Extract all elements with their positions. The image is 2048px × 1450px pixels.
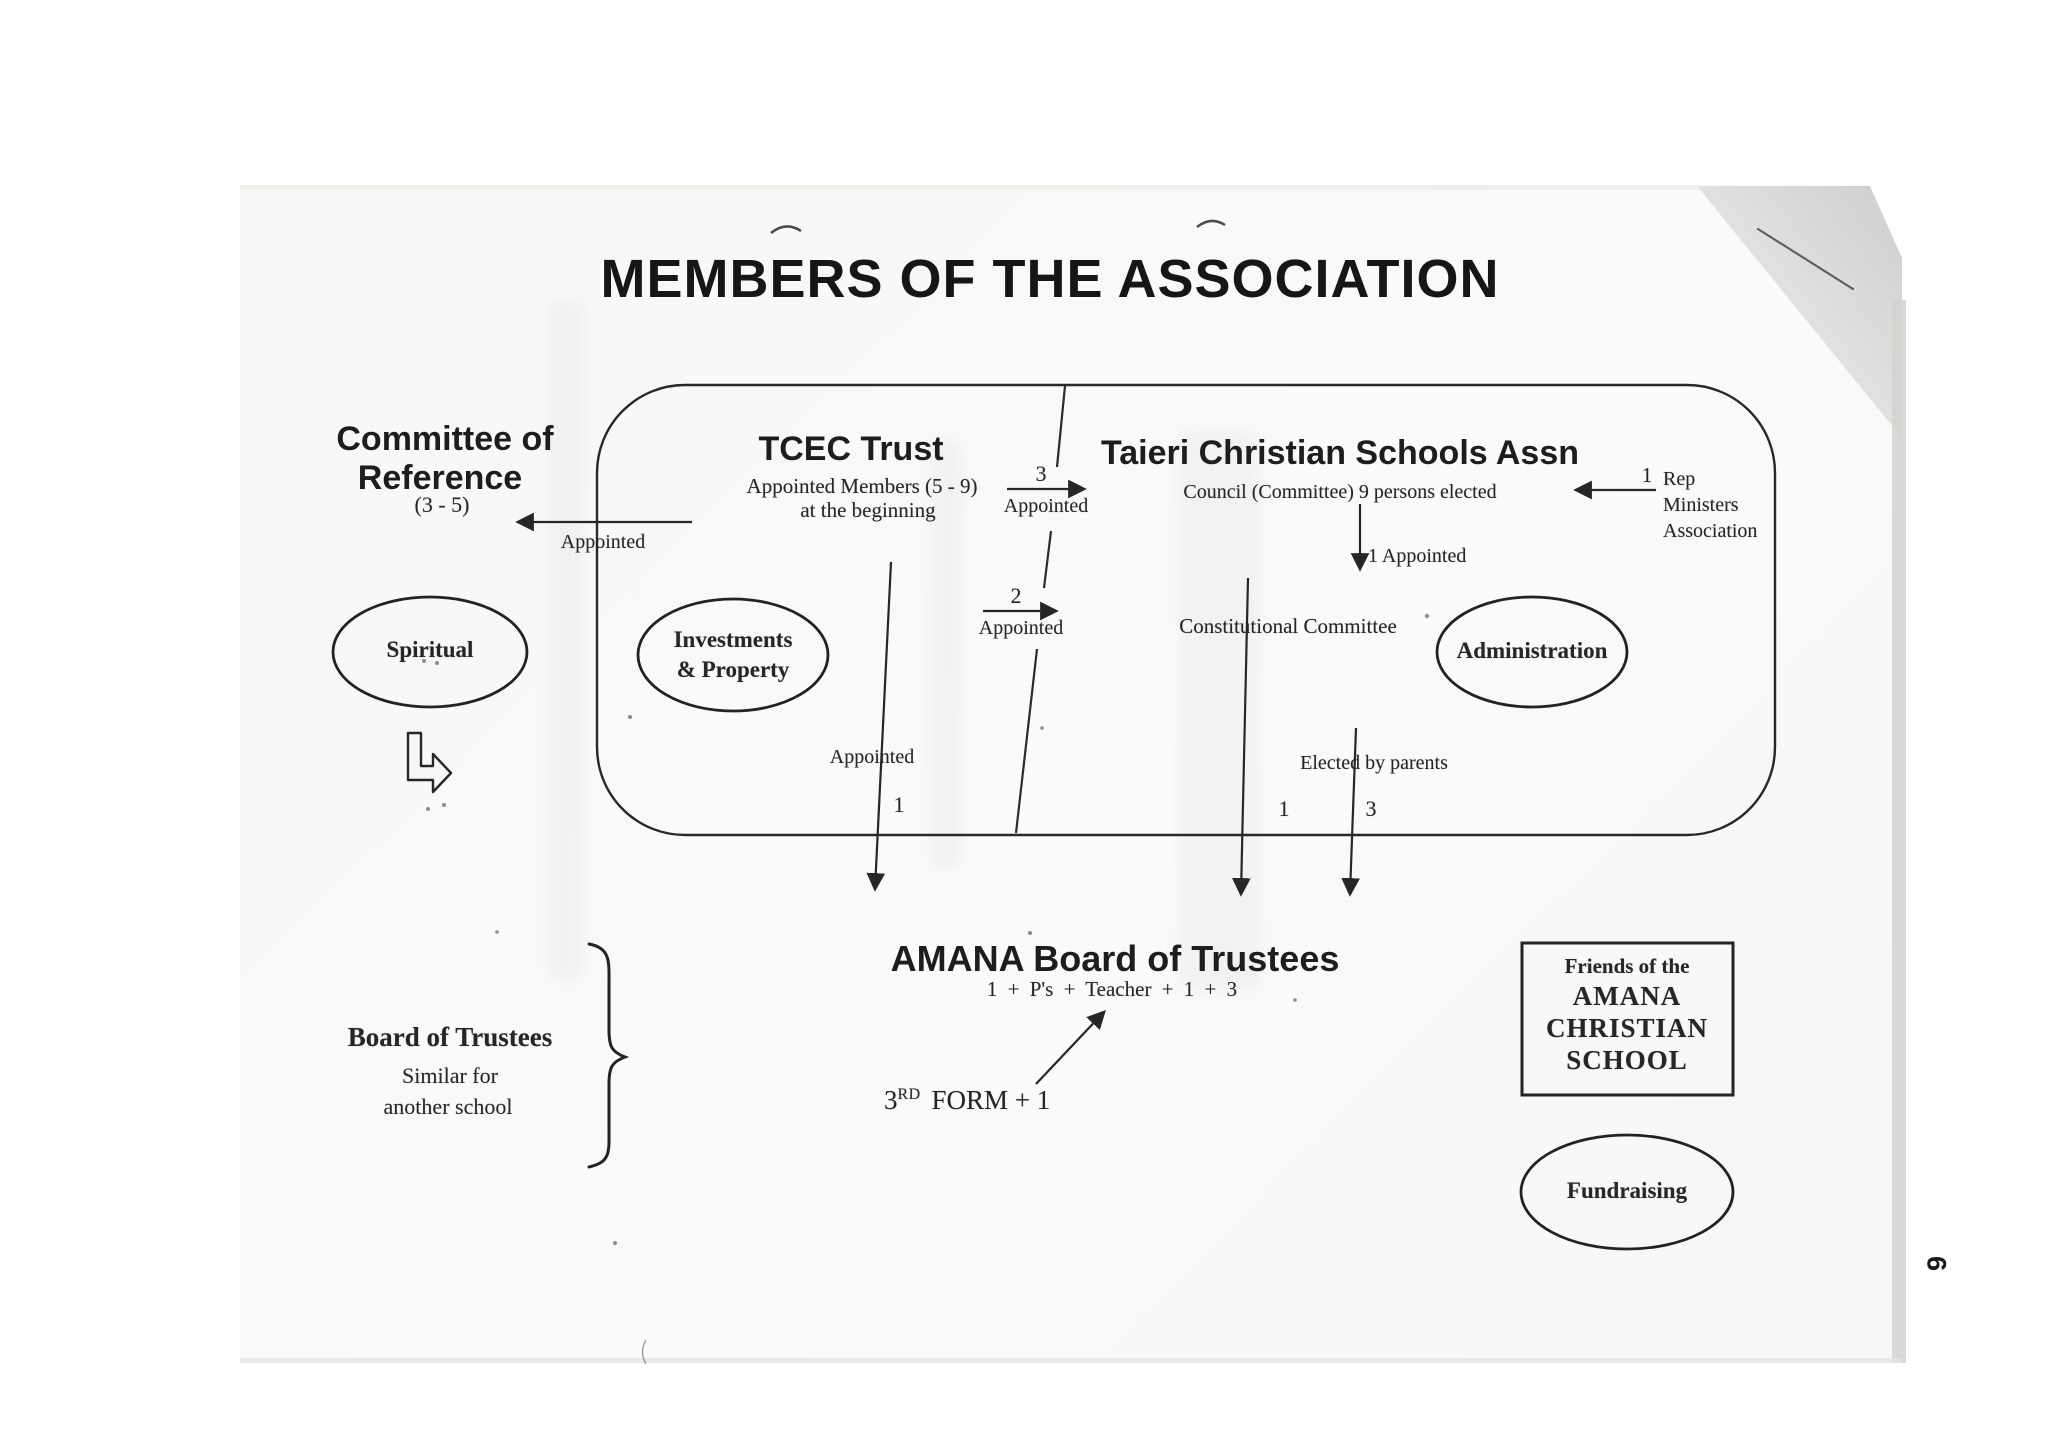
board-of-trustees-title: Board of Trustees xyxy=(347,1022,553,1052)
administration-ellipse-outline xyxy=(1435,595,1629,709)
friends-box-line3: CHRISTIAN xyxy=(1545,1013,1709,1043)
tcec-trust-note1: Appointed Members (5 - 9) xyxy=(746,474,978,498)
ministers-rep-line3: Association xyxy=(1663,520,1758,542)
tcec-down-count: 1 xyxy=(893,792,905,817)
spiritual-ellipse-outline xyxy=(331,595,529,709)
two-appointed-label: Appointed xyxy=(978,617,1064,639)
committee-of-reference-range: (3 - 5) xyxy=(414,492,470,517)
investments-label-line2: & Property xyxy=(676,657,790,682)
three-appointed-count: 3 xyxy=(1035,461,1047,486)
tcec-trust-note2: at the beginning xyxy=(800,498,936,522)
spiritual-elbow-arrow-icon xyxy=(406,731,453,794)
investments-ellipse-outline xyxy=(636,597,830,713)
scan-smudge xyxy=(930,440,962,870)
one-appointed-label: 1 Appointed xyxy=(1368,545,1467,567)
friends-box-line1: Friends of the xyxy=(1564,954,1690,978)
friends-box-line2: AMANA xyxy=(1572,981,1682,1011)
council-to-amana-arrow-1 xyxy=(1232,577,1251,897)
two-appointed-count: 2 xyxy=(1010,583,1022,608)
fundraising-ellipse-outline xyxy=(1519,1133,1735,1251)
ministers-rep-line1: Rep xyxy=(1663,468,1696,490)
investments-label-line1: Investments xyxy=(673,627,793,652)
council-down-count-1: 1 xyxy=(1278,796,1290,821)
scan-top-edge xyxy=(240,185,1700,190)
amana-board-composition: 1 + P's + Teacher + 1 + 3 xyxy=(986,977,1238,1001)
page-fold-shadow xyxy=(1697,186,1902,438)
page-title: MEMBERS OF THE ASSOCIATION xyxy=(600,249,1500,309)
scan-bottom-edge xyxy=(240,1358,1902,1363)
fundraising-label: Fundraising xyxy=(1566,1178,1688,1203)
tcec-trust-title: TCEC Trust xyxy=(758,430,944,468)
third-form-number: 3 xyxy=(884,1085,898,1115)
elected-by-parents-label: Elected by parents xyxy=(1300,752,1448,774)
box-centre-divider xyxy=(1014,385,1067,834)
scan-stray-arc xyxy=(1196,219,1226,229)
scan-stray-arc xyxy=(770,225,802,234)
parents-to-amana-arrow-3 xyxy=(1341,727,1360,897)
friends-box-outline xyxy=(1520,941,1735,1097)
ministers-rep-line2: Ministers xyxy=(1663,494,1739,516)
page-number: 9 xyxy=(1922,1255,1953,1272)
association-box-outline xyxy=(595,383,1777,837)
page-fold-crease xyxy=(1756,227,1855,291)
friends-box-line4: SCHOOL xyxy=(1566,1045,1688,1075)
scan-page xyxy=(240,185,1902,1363)
appointed-to-committee-label: Appointed xyxy=(560,531,646,553)
amana-board-title: AMANA Board of Trustees xyxy=(890,938,1340,979)
scan-right-edge xyxy=(1892,300,1906,1363)
third-form-ordinal: RD xyxy=(897,1086,921,1103)
tcec-down-appointed-label: Appointed xyxy=(829,746,915,768)
spiritual-label: Spiritual xyxy=(386,637,474,662)
third-form-rest: FORM + 1 xyxy=(931,1085,1051,1115)
scan-stray-mark xyxy=(641,1339,647,1365)
administration-label: Administration xyxy=(1456,638,1608,663)
constitutional-committee-label: Constitutional Committee xyxy=(1179,614,1397,638)
board-of-trustees-note2: another school xyxy=(383,1094,513,1119)
scan-smudge xyxy=(548,300,584,980)
scan-specks xyxy=(422,613,1430,1245)
board-of-trustees-note1: Similar for xyxy=(402,1063,498,1088)
third-form-note: 3RD FORM + 1 xyxy=(884,1085,1050,1116)
page-fold-cut-corner xyxy=(1870,186,1902,258)
parents-down-count-3: 3 xyxy=(1365,796,1377,821)
tcec-to-amana-arrow xyxy=(866,561,893,892)
taieri-assn-title: Taieri Christian Schools Assn xyxy=(1100,434,1580,472)
ministers-rep-count: 1 xyxy=(1641,463,1653,487)
third-form-arrow xyxy=(1035,1009,1106,1085)
three-appointed-label: Appointed xyxy=(1003,495,1089,517)
board-of-trustees-brace xyxy=(587,942,630,1169)
committee-of-reference-title-line1: Committee of xyxy=(336,420,554,458)
taieri-assn-note: Council (Committee) 9 persons elected xyxy=(1183,481,1497,503)
committee-of-reference-title-line2: Reference xyxy=(357,459,523,497)
